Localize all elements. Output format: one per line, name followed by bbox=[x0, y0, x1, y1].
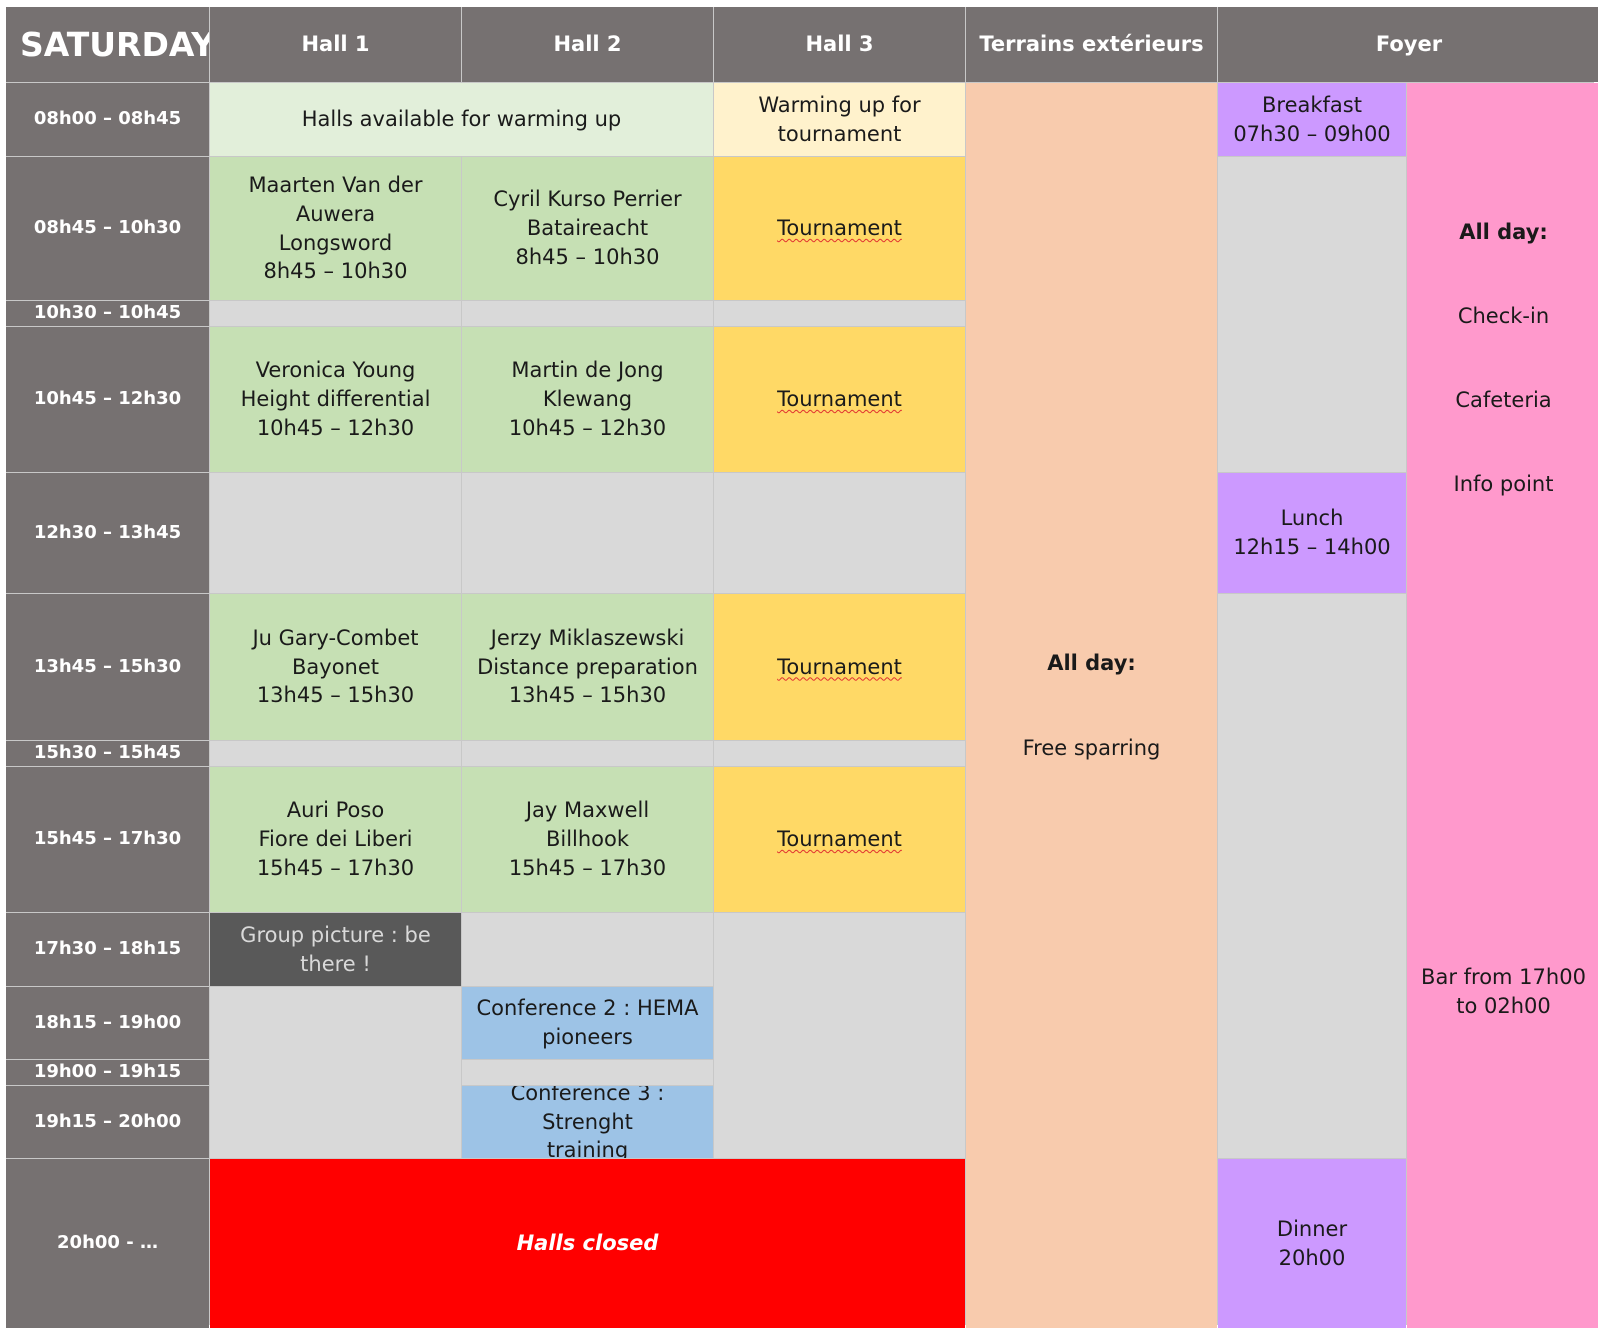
foyer-item: Check-in bbox=[1457, 303, 1550, 328]
warmup-hall3-cell: Warming up for tournament bbox=[714, 83, 965, 156]
tournament-label: Tournament bbox=[777, 216, 902, 241]
hall1-session-3: Ju Gary-Combet Bayonet 13h45 – 15h30 bbox=[210, 594, 461, 740]
empty-slot bbox=[210, 987, 461, 1158]
halls-closed-cell: Halls closed bbox=[210, 1159, 965, 1328]
time-slot: 08h00 – 08h45 bbox=[6, 83, 209, 156]
time-slot: 10h45 – 12h30 bbox=[6, 327, 209, 472]
free-sparring-cell: All day: Free sparring bbox=[966, 83, 1217, 1328]
time-slot: 19h00 – 19h15 bbox=[6, 1060, 209, 1085]
foyer-item: Cafeteria bbox=[1455, 387, 1552, 412]
tournament-cell: Tournament bbox=[714, 327, 965, 472]
hall1-session-1: Maarten Van der Auwera Longsword 8h45 – … bbox=[210, 157, 461, 300]
tournament-label: Tournament bbox=[777, 387, 902, 412]
time-slot: 13h45 – 15h30 bbox=[6, 594, 209, 740]
empty-slot bbox=[714, 741, 965, 766]
tournament-cell: Tournament bbox=[714, 767, 965, 912]
time-slot: 19h15 – 20h00 bbox=[6, 1086, 209, 1158]
empty-slot bbox=[210, 473, 461, 593]
foyer-bar: Bar from 17h00 to 02h00 bbox=[1421, 964, 1586, 1018]
tournament-cell: Tournament bbox=[714, 594, 965, 740]
tournament-cell: Tournament bbox=[714, 157, 965, 300]
tournament-label: Tournament bbox=[777, 827, 902, 852]
header-hall-3: Hall 3 bbox=[714, 7, 965, 82]
time-slot: 12h30 – 13h45 bbox=[6, 473, 209, 593]
hall1-session-2: Veronica Young Height differential 10h45… bbox=[210, 327, 461, 472]
time-slot: 15h45 – 17h30 bbox=[6, 767, 209, 912]
empty-slot bbox=[462, 301, 713, 326]
hall2-session-2: Martin de Jong Klewang 10h45 – 12h30 bbox=[462, 327, 713, 472]
hall2-session-1: Cyril Kurso Perrier Bataireacht 8h45 – 1… bbox=[462, 157, 713, 300]
empty-slot bbox=[714, 473, 965, 593]
terrains-text: Free sparring bbox=[1022, 735, 1161, 760]
time-slot: 17h30 – 18h15 bbox=[6, 913, 209, 986]
dinner-cell: Dinner 20h00 bbox=[1218, 1159, 1406, 1328]
empty-slot bbox=[210, 301, 461, 326]
warmup-halls-cell: Halls available for warming up bbox=[210, 83, 713, 156]
conference-2-cell: Conference 2 : HEMA pioneers bbox=[462, 987, 713, 1059]
time-slot: 10h30 – 10h45 bbox=[6, 301, 209, 326]
day-title: SATURDAY bbox=[6, 7, 209, 82]
tournament-label: Tournament bbox=[777, 654, 902, 679]
empty-slot bbox=[714, 913, 965, 1158]
header-terrains: Terrains extérieurs bbox=[966, 7, 1217, 82]
time-slot: 20h00 - … bbox=[6, 1159, 209, 1328]
breakfast-cell: Breakfast 07h30 – 09h00 bbox=[1218, 83, 1406, 156]
terrains-heading: All day: bbox=[1047, 650, 1136, 675]
empty-slot bbox=[210, 741, 461, 766]
empty-slot bbox=[714, 301, 965, 326]
schedule-table: SATURDAY Hall 1 Hall 2 Hall 3 Terrains e… bbox=[6, 7, 1598, 1328]
foyer-item: Info point bbox=[1453, 471, 1554, 496]
hall2-session-4: Jay Maxwell Billhook 15h45 – 17h30 bbox=[462, 767, 713, 912]
empty-slot bbox=[462, 913, 713, 986]
empty-slot bbox=[462, 473, 713, 593]
time-slot: 15h30 – 15h45 bbox=[6, 741, 209, 766]
empty-slot bbox=[462, 1060, 713, 1085]
hall2-session-3: Jerzy Miklaszewski Distance preparation … bbox=[462, 594, 713, 740]
header-hall-2: Hall 2 bbox=[462, 7, 713, 82]
hall1-session-4: Auri Poso Fiore dei Liberi 15h45 – 17h30 bbox=[210, 767, 461, 912]
lunch-cell: Lunch 12h15 – 14h00 bbox=[1218, 473, 1406, 593]
empty-slot bbox=[462, 741, 713, 766]
time-slot: 08h45 – 10h30 bbox=[6, 157, 209, 300]
header-foyer: Foyer bbox=[1218, 7, 1598, 82]
conference-3-cell: Conference 3 : Strenght training bbox=[462, 1086, 713, 1158]
empty-slot bbox=[1218, 594, 1406, 1158]
empty-slot bbox=[1218, 157, 1406, 472]
group-picture-cell: Group picture : be there ! bbox=[210, 913, 461, 986]
header-hall-1: Hall 1 bbox=[210, 7, 461, 82]
time-slot: 18h15 – 19h00 bbox=[6, 987, 209, 1059]
foyer-cell: All day: Check-in Cafeteria Info point B… bbox=[1407, 83, 1598, 1328]
foyer-heading: All day: bbox=[1459, 220, 1548, 244]
